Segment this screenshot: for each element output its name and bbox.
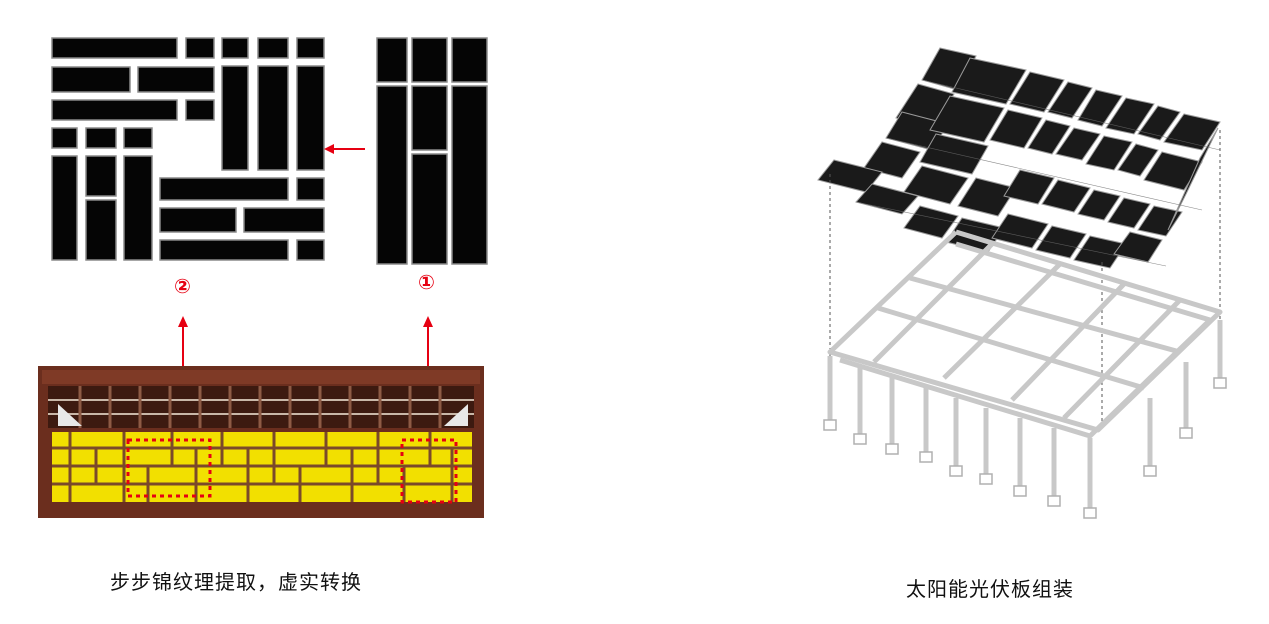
marker-1-label: ① — [418, 270, 435, 294]
right-caption: 太阳能光伏板组装 — [906, 577, 1074, 601]
alignment-guides — [829, 130, 1221, 430]
texture-diagram-svg — [38, 37, 488, 518]
selection-box-1 — [400, 438, 458, 504]
texture-extraction-figure: ② ① 步步锦纹理提取，虚实转换 — [0, 0, 620, 624]
solar-panel-array — [817, 47, 1221, 269]
selection-box-2 — [126, 438, 212, 498]
column-footings — [823, 377, 1227, 519]
arrow-right-to-left — [324, 144, 365, 154]
solar-assembly-svg — [817, 47, 1227, 519]
solar-assembly-figure: 太阳能光伏板组装 — [620, 0, 1269, 624]
window-photo — [38, 366, 484, 518]
pattern-2-tile — [51, 37, 325, 261]
pattern-1-tile — [376, 37, 488, 265]
left-caption: 步步锦纹理提取，虚实转换 — [110, 570, 362, 594]
steel-frame-structure — [827, 229, 1223, 512]
marker-2-label: ② — [174, 274, 191, 298]
